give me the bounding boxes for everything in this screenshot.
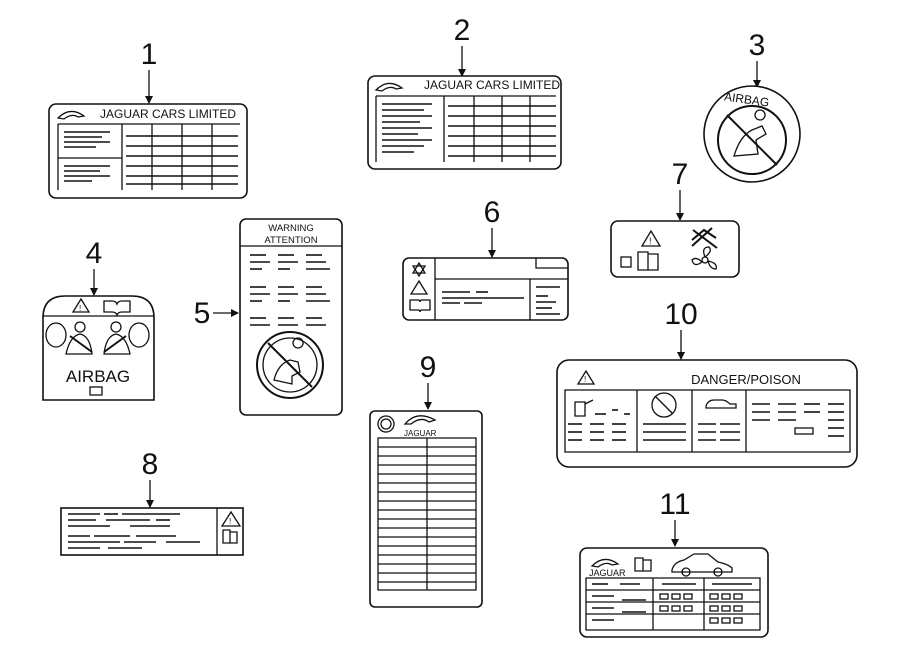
label-5-warning-attention: 5 WARNING ATTENTION (194, 218, 343, 416)
label-9-jaguar: JAGUAR (404, 429, 437, 438)
callout-6: 6 (484, 196, 501, 229)
label-4-airbag-text: AIRBAG (66, 367, 130, 386)
label-8-strip: 8 ! (60, 448, 244, 556)
label-10-title: DANGER/POISON (691, 372, 801, 387)
callout-3: 3 (749, 29, 766, 62)
callout-5: 5 (194, 297, 211, 330)
label-6-caution-plate: 6 (402, 196, 569, 321)
label-1-info-plate: 1 JAGUAR CARS LIMITED (48, 38, 248, 199)
label-11-jaguar: JAGUAR (589, 568, 626, 578)
callout-7: 7 (672, 158, 689, 191)
callout-11: 11 (659, 488, 690, 521)
label-3-airbag-text: AIRBAG (723, 89, 770, 109)
callout-8: 8 (142, 448, 159, 481)
svg-text:!: ! (229, 517, 231, 526)
label-7-symbol-plate: 7 ! (610, 158, 740, 278)
label-4-airbag-seatbelt: 4 ! AIRBAG (42, 237, 155, 401)
label-1-title: JAGUAR CARS LIMITED (100, 107, 236, 121)
callout-10: 10 (664, 298, 697, 331)
label-2-info-plate: 2 JAGUAR CARS LIMITED (367, 14, 562, 170)
label-5-warning: WARNING (268, 223, 314, 234)
callout-9: 9 (420, 351, 437, 384)
callout-4: 4 (86, 237, 103, 270)
svg-text:!: ! (584, 375, 586, 384)
callout-1: 1 (141, 38, 158, 71)
callout-2: 2 (454, 14, 471, 47)
label-11-jaguar-vehicle: 11 JAGUAR (579, 488, 769, 638)
svg-text:!: ! (649, 236, 652, 246)
label-5-attention: ATTENTION (264, 235, 317, 246)
label-9-jaguar-table: 9 JAGUAR (369, 351, 483, 608)
label-3-airbag-disc: 3 AIRBAG (703, 29, 801, 183)
svg-text:!: ! (79, 304, 81, 313)
label-10-danger-poison: 10 ! DANGER/POISON (556, 298, 858, 468)
label-2-title: JAGUAR CARS LIMITED (424, 78, 560, 92)
